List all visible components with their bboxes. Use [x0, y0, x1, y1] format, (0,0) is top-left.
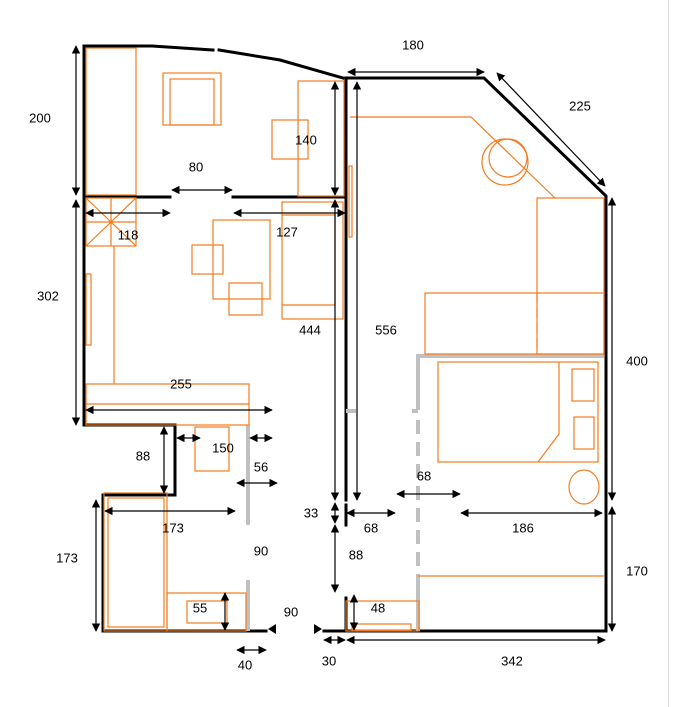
- armchair: [162, 72, 222, 126]
- furniture: [85, 47, 605, 632]
- dim-label: 173: [162, 520, 184, 535]
- dim-label: 342: [501, 653, 523, 668]
- dining-table: [212, 219, 271, 300]
- chair: [228, 282, 263, 316]
- sideboard: [424, 292, 605, 355]
- pillow: [571, 368, 595, 402]
- dimension-labels: 200 80 140 118 127 302 444 556 255 150 8…: [29, 37, 648, 672]
- dim-label: 56: [254, 459, 268, 474]
- dim-label: 90: [254, 543, 268, 558]
- vanity: [166, 592, 247, 632]
- dimension-lines: [71, 45, 617, 655]
- dim-label: 90: [284, 604, 298, 619]
- dim-label: 48: [371, 600, 385, 615]
- dim-label: 127: [276, 224, 298, 239]
- dim-label: 30: [322, 653, 336, 668]
- dim-label: 80: [189, 159, 203, 174]
- dim-label: 118: [118, 227, 139, 242]
- dim-label: 88: [136, 448, 150, 463]
- shower: [85, 197, 137, 247]
- dim-label: 180: [402, 37, 424, 52]
- toilet: [194, 426, 230, 472]
- dim-label: 88: [349, 547, 363, 562]
- dim-label: 556: [375, 322, 397, 337]
- dim-label: 68: [417, 468, 431, 483]
- dim-label: 140: [295, 132, 317, 147]
- dim-label: 444: [299, 322, 321, 337]
- dim-label: 68: [364, 520, 378, 535]
- dim-label: 255: [170, 376, 192, 391]
- stool: [271, 119, 309, 160]
- dim-label: 55: [193, 600, 207, 615]
- dim-label: 33: [304, 505, 318, 520]
- pillow: [573, 416, 595, 450]
- bed: [437, 361, 599, 463]
- wardrobe: [85, 47, 137, 196]
- dim-label: 170: [626, 563, 648, 578]
- dim-label: 200: [29, 110, 51, 125]
- desk: [297, 80, 345, 197]
- bathtub: [103, 492, 168, 632]
- round-table: [568, 469, 600, 505]
- dim-label: 225: [569, 98, 591, 113]
- shelf: [345, 600, 420, 632]
- dim-label: 400: [626, 353, 648, 368]
- cabinet: [536, 197, 605, 355]
- dim-label: 302: [37, 288, 59, 303]
- chair: [191, 244, 224, 275]
- sofa: [281, 201, 344, 320]
- walls: [82, 44, 608, 633]
- dim-label: 150: [212, 440, 234, 455]
- dim-label: 40: [238, 657, 252, 672]
- dim-label: 173: [56, 550, 78, 565]
- dim-label: 186: [512, 520, 534, 535]
- scrollbar[interactable]: [668, 0, 683, 707]
